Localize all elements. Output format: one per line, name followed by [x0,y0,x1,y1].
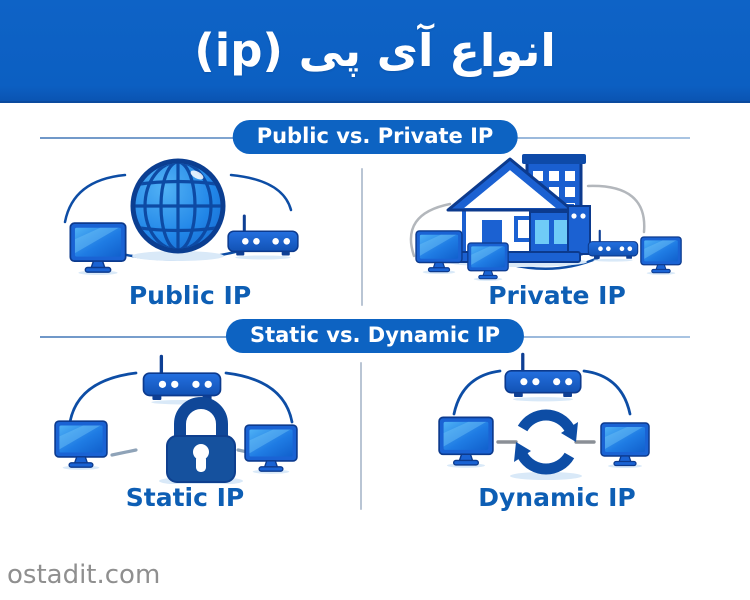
connector-arc [229,173,293,212]
monitor-icon [415,230,463,274]
public-ip-label: Public IP [128,281,252,310]
monitor-icon [467,242,509,281]
router-icon [226,214,300,260]
connector-arc [224,371,294,424]
dynamic-ip-label: Dynamic IP [478,483,636,512]
connector-arc [452,369,502,416]
refresh-icon [510,409,582,480]
static-ip-illustration [54,354,298,484]
monitor-icon [640,236,682,275]
static-ip-label: Static IP [125,483,245,512]
connector-arc [586,184,646,234]
section-badge-static-dynamic: Static vs. Dynamic IP [225,319,525,353]
connector-arc [68,371,138,424]
router-icon [587,229,639,262]
monitor-icon [244,424,298,474]
page-title: انواع آی پی (ip) [194,24,556,77]
private-ip-label: Private IP [488,281,626,310]
monitor-icon [69,222,127,275]
quadrant-divider [360,362,362,510]
connector-arc [409,202,452,258]
private-ip-illustration [409,154,682,281]
monitor-icon [600,422,650,468]
connector-arc [582,369,632,416]
connector-dash [110,448,138,457]
router-icon [141,354,223,405]
quadrant-divider [361,168,363,306]
monitor-icon [438,416,494,468]
dynamic-ip-illustration [438,352,650,480]
header-banner: انواع آی پی (ip) [0,0,750,103]
lock-icon [159,397,243,484]
monitor-icon [54,420,108,470]
public-ip-illustration [63,158,300,275]
router-icon [503,352,583,402]
globe-icon [130,158,226,261]
section-badge-public-private: Public vs. Private IP [232,120,518,154]
connector-arc [63,173,127,224]
watermark: ostadit.com [7,560,161,590]
